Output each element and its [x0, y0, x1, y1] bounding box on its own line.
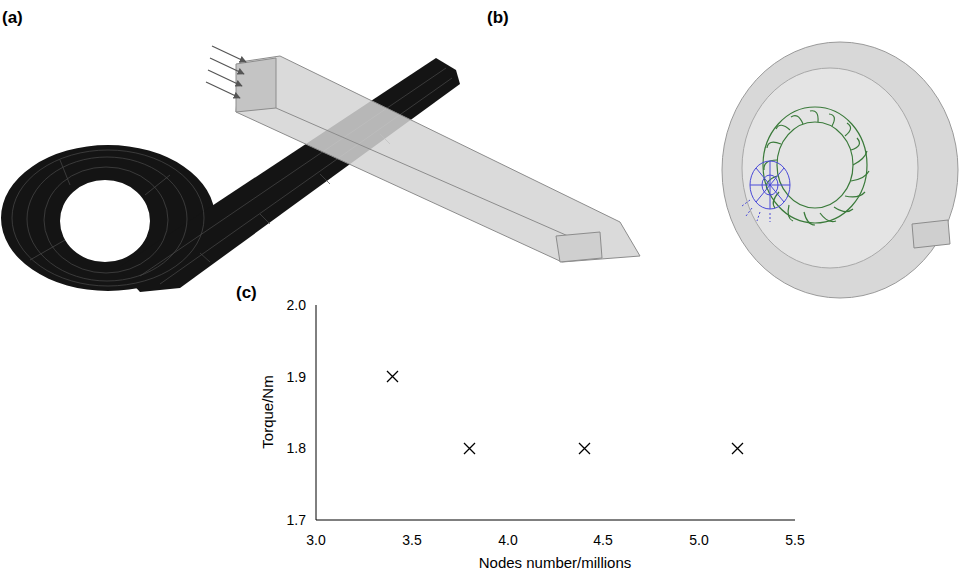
y-axis-title: Torque/Nm	[259, 375, 276, 448]
x-tick-label: 3.5	[402, 532, 421, 548]
panel-label: (b)	[487, 8, 509, 28]
inlet-duct	[236, 56, 640, 262]
x-tick-label: 4.0	[498, 532, 517, 548]
outlet-box	[556, 232, 602, 262]
runner-blades	[763, 107, 869, 225]
data-markers	[387, 371, 743, 454]
x-axis	[316, 520, 795, 521]
outlet-box	[912, 220, 950, 248]
runner-hub	[742, 161, 790, 222]
x-tick-label: 5.0	[689, 532, 708, 548]
flow-arrows	[206, 46, 246, 98]
x-tick-label: 4.5	[593, 532, 612, 548]
y-tick-label: 1.9	[287, 369, 306, 385]
inlet-face	[236, 58, 276, 112]
y-tick-label: 1.7	[287, 512, 306, 528]
y-tick-label: 2.0	[287, 297, 306, 313]
x-axis-title: Nodes number/millions	[479, 554, 632, 571]
x-tick-label: 5.5	[785, 532, 804, 548]
panel-label: (c)	[236, 283, 257, 303]
turbine-model	[206, 42, 958, 298]
chart	[316, 305, 795, 520]
panel-label: (a)	[2, 8, 23, 28]
volute-casing	[722, 42, 958, 298]
y-axis	[316, 305, 317, 520]
x-tick-label: 3.0	[306, 532, 325, 548]
y-tick-label: 1.8	[287, 440, 306, 456]
